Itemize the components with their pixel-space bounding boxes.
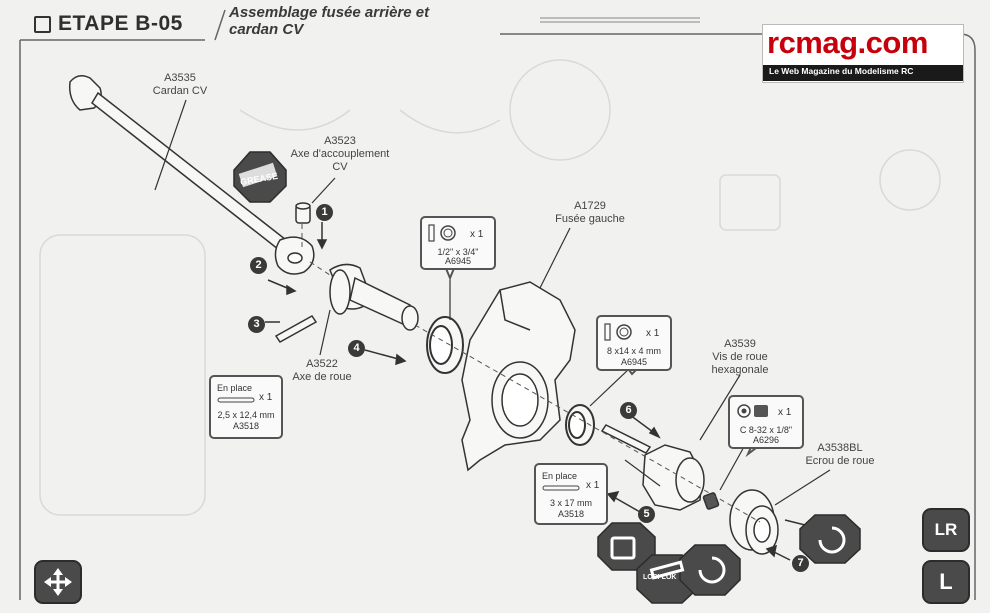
part-name: CV bbox=[332, 161, 348, 173]
part-code: A3539 bbox=[724, 338, 756, 350]
callout-note: En place bbox=[542, 471, 578, 481]
bearing-large bbox=[426, 316, 464, 374]
callout-size: 2,5 x 12,4 mm bbox=[217, 410, 275, 420]
pin-icon bbox=[217, 397, 255, 403]
left-right-side-icon: LR bbox=[922, 508, 970, 552]
step-title-line2: cardan CV bbox=[229, 21, 304, 38]
callout-qty: x 1 bbox=[778, 407, 792, 418]
part-name: Ecrou de roue bbox=[805, 455, 875, 467]
part-name: hexagonale bbox=[711, 364, 769, 376]
step-title-line1: Assemblage fusée arrière et bbox=[229, 4, 430, 21]
part-label-a3539: A3539 Vis de roue hexagonale bbox=[700, 338, 780, 377]
part-label-a3535: A3535 Cardan CV bbox=[140, 72, 220, 98]
pin-2-5mm bbox=[274, 315, 318, 343]
callout-note: En place bbox=[217, 383, 253, 393]
step-marker-7: 7 bbox=[792, 555, 809, 572]
callout-size: C 8-32 x 1/8" bbox=[739, 425, 793, 435]
part-code: A3538BL bbox=[817, 442, 863, 454]
callout-size: 3 x 17 mm bbox=[549, 498, 592, 508]
part-label-a3538bl: A3538BL Ecrou de roue bbox=[795, 442, 885, 468]
step-marker-6: 6 bbox=[620, 402, 637, 419]
coupling-pin bbox=[295, 202, 311, 224]
callout-code: A6296 bbox=[752, 435, 780, 445]
cv-driveshaft bbox=[68, 75, 315, 275]
callout-code: A3518 bbox=[557, 509, 585, 519]
rcmag-logo: rcmag.com Le Web Magazine du Modelisme R… bbox=[762, 24, 964, 83]
callout-code: A6945 bbox=[620, 357, 648, 367]
step-number: ETAPE B-05 bbox=[58, 12, 183, 35]
part-name: Cardan CV bbox=[152, 85, 208, 97]
logo-wordmark: rcmag.com bbox=[767, 25, 928, 60]
wheel-nut bbox=[729, 489, 779, 555]
step-marker-3: 3 bbox=[248, 316, 265, 333]
part-label-a3522: A3522 Axe de roue bbox=[282, 358, 362, 384]
rear-axle bbox=[329, 263, 419, 331]
step-marker-5: 5 bbox=[638, 506, 655, 523]
threadlock-label: LOSI-LOK bbox=[643, 574, 677, 581]
callout-code: A3518 bbox=[232, 421, 260, 431]
hub-carrier bbox=[461, 281, 576, 472]
callout-qty: x 1 bbox=[646, 328, 660, 339]
logo-tagline-bar bbox=[763, 65, 963, 81]
pin-3mm bbox=[600, 424, 652, 454]
callout-pin-small: En place x 1 2,5 x 12,4 mm A3518 bbox=[209, 375, 283, 439]
bearing-icon bbox=[604, 323, 632, 341]
setscrew-icon bbox=[737, 404, 768, 418]
set-screw bbox=[702, 492, 720, 510]
step-checkbox-icon bbox=[34, 16, 51, 33]
callout-size: 1/2" x 3/4" bbox=[437, 247, 479, 257]
callout-size: 8 x14 x 4 mm bbox=[606, 346, 662, 356]
callout-bearing-large: x 1 1/2" x 3/4" A6945 bbox=[420, 216, 496, 270]
part-label-a3523: A3523 Axe d'accouplement CV bbox=[280, 135, 400, 174]
part-code: A3535 bbox=[164, 72, 196, 84]
callout-qty: x 1 bbox=[586, 480, 600, 491]
move-arrows-icon bbox=[34, 560, 82, 604]
logo-tagline: Le Web Magazine du Modelisme RC bbox=[769, 66, 914, 76]
part-code: A3523 bbox=[324, 135, 356, 147]
part-name: Axe d'accouplement bbox=[290, 148, 390, 160]
part-code: A1729 bbox=[574, 200, 606, 212]
leader-lines bbox=[154, 99, 831, 506]
callout-pin-large: En place x 1 3 x 17 mm A3518 bbox=[534, 463, 608, 525]
pin-icon bbox=[542, 485, 580, 491]
left-side-icon: L bbox=[922, 560, 970, 604]
step-marker-1: 1 bbox=[316, 204, 333, 221]
step-marker-4: 4 bbox=[348, 340, 365, 357]
callout-qty: x 1 bbox=[470, 229, 484, 240]
grease-badge bbox=[233, 151, 287, 203]
part-name: Fusée gauche bbox=[555, 213, 625, 225]
part-name: Axe de roue bbox=[292, 371, 352, 383]
part-name: Vis de roue bbox=[712, 351, 768, 363]
callout-setscrew: x 1 C 8-32 x 1/8" A6296 bbox=[728, 395, 804, 449]
tool-badges bbox=[597, 514, 861, 604]
hex-hub bbox=[642, 444, 705, 511]
callout-code: A6945 bbox=[444, 256, 472, 266]
callout-qty: x 1 bbox=[259, 392, 273, 403]
part-label-a1729: A1729 Fusée gauche bbox=[545, 200, 635, 226]
callout-bearing-small: x 1 8 x14 x 4 mm A6945 bbox=[596, 315, 672, 371]
part-code: A3522 bbox=[306, 358, 338, 370]
step-marker-2: 2 bbox=[250, 257, 267, 274]
bearing-icon bbox=[428, 224, 456, 242]
step-title: Assemblage fusée arrière et cardan CV bbox=[229, 4, 429, 38]
